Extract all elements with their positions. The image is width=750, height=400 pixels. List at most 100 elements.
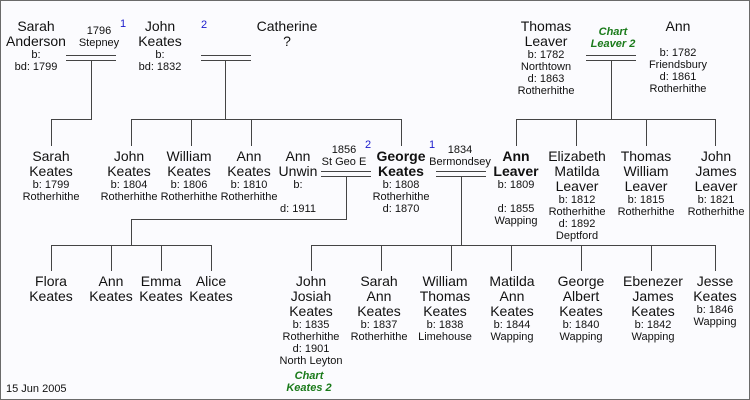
person-sarah-anderson[interactable]: Sarah Anderson b: bd: 1799: [6, 19, 66, 74]
birth-place: Rotherhithe: [687, 206, 745, 218]
birth-place: Wapping: [693, 316, 737, 328]
surname: Keates: [29, 163, 73, 179]
marriage-info-leaver: 1834 Bermondsey: [429, 144, 491, 168]
person-john-josiah-keates[interactable]: John Josiah Keates b: 1835 Rotherhithe d…: [280, 274, 343, 368]
given-name: John: [144, 18, 176, 34]
child-line: [251, 119, 252, 146]
child-line: [511, 245, 512, 271]
person-ann-keates-jr[interactable]: Ann Keates: [89, 274, 133, 304]
person-ebenezer-james-keates[interactable]: Ebenezer James Keates b: 1842 Wapping: [623, 274, 683, 344]
given-name: Ann: [98, 273, 124, 289]
child-line: [715, 245, 716, 271]
marriage-year: 1834: [447, 144, 473, 156]
person-catherine[interactable]: Catherine ?: [257, 19, 318, 49]
birth-info: b: 1815: [627, 194, 665, 206]
person-william-thomas-keates[interactable]: William Thomas Keates b: 1838 Limehouse: [418, 274, 472, 344]
person-emma-keates[interactable]: Emma Keates: [139, 274, 183, 304]
person-george-albert-keates[interactable]: George Albert Keates b: 1840 Wapping: [557, 273, 605, 344]
person-john-james-leaver[interactable]: John James Leaver b: 1821 Rotherhithe: [687, 149, 745, 219]
marriage-place: St Geo E: [321, 156, 367, 168]
person-thomas-william-leaver[interactable]: Thomas William Leaver b: 1815 Rotherhith…: [617, 148, 675, 219]
marriage-place: Bermondsey: [429, 156, 491, 168]
person-sarah-keates[interactable]: Sarah Keates b: 1799 Rotherhithe: [23, 149, 80, 204]
person-ann-keates[interactable]: Ann Keates b: 1810 Rotherhithe: [221, 149, 278, 204]
birth-info: b: 1840: [562, 319, 600, 331]
child-line: [191, 119, 192, 146]
death-info: d: 1901: [292, 343, 330, 355]
person-john-keates-sr[interactable]: John Keates b: bd: 1832: [138, 18, 182, 74]
death-info: d: 1870: [382, 203, 420, 215]
given-name: Elizabeth: [548, 148, 606, 164]
link-text: Chart: [294, 370, 324, 382]
death-place: Wapping: [494, 215, 538, 227]
marriage-info-unwin: 1856 St Geo E: [322, 144, 367, 168]
child-line: [651, 245, 652, 271]
surname: Keates: [138, 33, 182, 49]
birth-place: Wapping: [559, 331, 603, 343]
surname: Keates: [107, 163, 151, 179]
death-place: Rotherhithe: [649, 83, 707, 95]
birth-info: b: 1842: [634, 319, 672, 331]
middle-name: William: [623, 163, 669, 179]
given-name: Thomas: [620, 148, 672, 164]
birth-info: b: 1835: [292, 319, 330, 331]
given-name: Ann: [665, 18, 691, 34]
person-elizabeth-matilda-leaver[interactable]: Elizabeth Matilda Leaver b: 1812 Rotherh…: [548, 148, 606, 243]
surname: Leaver: [555, 178, 599, 194]
given-name: George: [557, 273, 605, 289]
surname: Keates: [227, 163, 271, 179]
chart-leaver-2-link[interactable]: Chart Leaver 2: [591, 26, 636, 50]
surname: Keates: [631, 303, 675, 319]
descent-line: [346, 176, 347, 219]
surname: Keates: [693, 288, 737, 304]
marriage-number: 1: [120, 18, 127, 30]
person-john-keates[interactable]: John Keates b: 1804 Rotherhithe: [101, 149, 158, 204]
child-line: [516, 119, 517, 146]
person-william-keates[interactable]: William Keates b: 1806 Rotherhithe: [161, 149, 218, 204]
person-ann-unwin[interactable]: Ann Unwin b: d: 1911: [279, 148, 318, 216]
birth-info: b:: [31, 49, 41, 61]
marriage-number: 2: [365, 139, 372, 151]
child-line: [451, 245, 452, 271]
middle-name: Josiah: [290, 288, 332, 304]
child-line: [581, 245, 582, 271]
descent-line: [131, 219, 132, 245]
marriage-place: Stepney: [78, 37, 120, 49]
given-name: Emma: [140, 273, 182, 289]
sibling-line: [131, 119, 401, 120]
connector-line: [131, 219, 347, 220]
child-line: [381, 245, 382, 271]
birth-place: Rotherhithe: [282, 331, 340, 343]
person-matilda-ann-keates[interactable]: Matilda Ann Keates b: 1844 Wapping: [489, 274, 534, 344]
given-name: Ann: [502, 148, 530, 164]
person-ann[interactable]: Ann b: 1782 Friendsbury d: 1861 Rotherhi…: [649, 18, 707, 96]
child-line: [715, 119, 716, 146]
person-jesse-keates[interactable]: Jesse Keates b: 1846 Wapping: [693, 274, 737, 329]
person-ann-leaver[interactable]: Ann Leaver b: 1809 d: 1855 Wapping: [493, 148, 538, 228]
link-text: Leaver 2: [590, 38, 636, 50]
birth-info: b: 1782: [659, 47, 697, 59]
middle-name: James: [695, 163, 737, 179]
person-alice-keates[interactable]: Alice Keates: [189, 274, 233, 304]
person-sarah-ann-keates[interactable]: Sarah Ann Keates b: 1837 Rotherhithe: [351, 274, 408, 344]
given-name: Ann: [285, 148, 311, 164]
death-info: d: 1863: [527, 73, 565, 85]
surname: Keates: [423, 303, 467, 319]
surname: Keates: [357, 303, 401, 319]
surname: Keates: [29, 288, 73, 304]
surname: ?: [283, 33, 291, 49]
birth-info: b: 1821: [697, 194, 735, 206]
birth-place: Rotherhithe: [617, 206, 675, 218]
death-place: Rotherhithe: [517, 85, 575, 97]
person-flora-keates[interactable]: Flora Keates: [29, 274, 73, 304]
person-george-keates[interactable]: George Keates b: 1808 Rotherhithe d: 187…: [373, 149, 430, 216]
person-thomas-leaver[interactable]: Thomas Leaver b: 1782 Northtown d: 1863 …: [517, 19, 575, 98]
birth-place: Wapping: [490, 331, 534, 343]
child-line: [51, 245, 52, 271]
child-line: [51, 119, 52, 146]
surname: Keates: [490, 303, 534, 319]
child-line: [576, 119, 577, 146]
chart-keates-2-link[interactable]: Chart Keates 2: [286, 370, 331, 394]
birth-info: b: 1837: [360, 319, 398, 331]
